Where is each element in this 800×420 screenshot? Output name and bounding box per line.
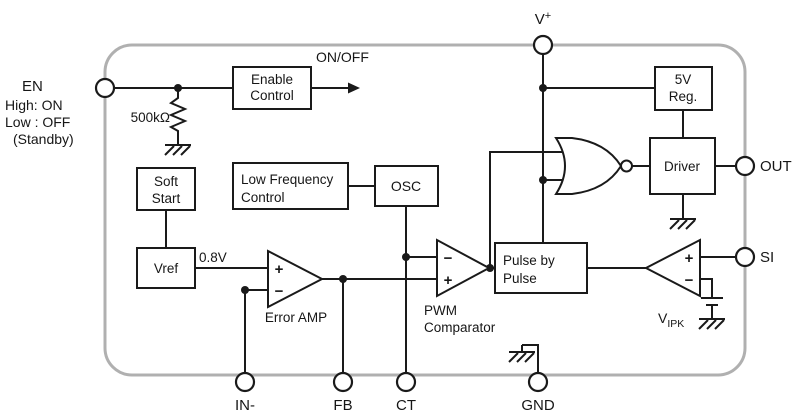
driver-box (649, 137, 716, 195)
soft-start-label-1: Soft (154, 174, 178, 189)
nor-gate-bubble (620, 159, 633, 173)
5v-reg-label-1: 5V (675, 72, 692, 87)
error-amp-label: Error AMP (265, 310, 327, 325)
junction-dot (241, 286, 249, 294)
wire-gnd-pin (522, 344, 539, 382)
error-amp-plus-sign: + (275, 261, 284, 278)
pwm-plus-sign: + (444, 272, 453, 289)
onoff-arrowhead (348, 82, 360, 94)
fb-pin-label: FB (333, 397, 352, 414)
5v-reg-box (654, 66, 713, 111)
wire-vipk-reference (700, 278, 723, 312)
enable-control-box (232, 66, 312, 110)
pulse-by-pulse-label-2: Pulse (503, 271, 537, 286)
current-limit-comparator-triangle (643, 238, 701, 298)
gnd-pin-label: GND (521, 397, 555, 414)
low-freq-label-1: Low Frequency (241, 172, 334, 187)
nor-gate (554, 137, 623, 195)
5v-reg-label-2: Reg. (669, 89, 698, 104)
vipk-base: V (658, 310, 668, 326)
driver-label: Driver (664, 159, 701, 174)
onoff-label: ON/OFF (316, 49, 369, 65)
junction-dot (539, 176, 547, 184)
in-minus-pin-label: IN- (235, 397, 255, 414)
pulse-by-pulse-label-1: Pulse by (503, 253, 555, 268)
vipk-label: VIPK (658, 310, 684, 330)
si-pin-label: SI (760, 249, 774, 266)
current-limit-plus-sign: + (685, 250, 694, 267)
vref-voltage-label: 0.8V (199, 250, 227, 265)
labels: EN High: ON Low : OFF (Standby) 500kΩ En… (5, 10, 792, 414)
out-pin-label: OUT (760, 158, 792, 175)
pin-circle-en (94, 77, 116, 99)
resistor-value-label: 500kΩ (131, 110, 170, 125)
junction-dot (174, 84, 182, 92)
resistor-500k (168, 88, 188, 138)
wire-pwm-to-nor-input-top (489, 151, 572, 268)
pwm-comparator-label-2: Comparator (424, 320, 496, 335)
en-note-low: Low : OFF (5, 114, 70, 130)
vplus-base: V (535, 11, 545, 28)
ground-symbol-driver (669, 212, 696, 230)
error-amp-triangle (267, 249, 325, 309)
osc-label: OSC (391, 178, 421, 194)
ground-symbol-gnd-pin (508, 345, 535, 363)
junction-dot (539, 84, 547, 92)
error-amp-minus-sign: − (275, 283, 284, 300)
osc-box (374, 165, 439, 207)
vplus-superscript: + (545, 10, 551, 22)
enable-control-label-2: Control (250, 88, 294, 103)
pwm-comparator-label-1: PWM (424, 303, 457, 318)
pin-circle-in-minus (234, 371, 256, 393)
soft-start-box (136, 167, 196, 211)
ground-symbol-resistor (164, 138, 191, 156)
ground-symbols (164, 138, 725, 363)
pin-circle-fb (332, 371, 354, 393)
enable-control-label-1: Enable (251, 72, 293, 87)
low-frequency-control-box (232, 162, 349, 210)
pulse-by-pulse-box (494, 242, 588, 294)
vplus-pin-label: V+ (535, 10, 551, 28)
pin-circle-gnd (527, 371, 549, 393)
pwm-comparator-triangle (436, 238, 492, 298)
ground-symbol-vipk (698, 312, 725, 330)
junction-dots (174, 84, 547, 294)
pin-circle-si (734, 246, 756, 268)
pwm-minus-sign: − (444, 250, 453, 267)
ct-pin-label: CT (396, 397, 416, 414)
soft-start-label-2: Start (152, 191, 181, 206)
pin-circle-vplus (532, 34, 554, 56)
current-limit-minus-sign: − (685, 272, 694, 289)
low-freq-label-2: Control (241, 190, 285, 205)
vref-box (136, 247, 196, 289)
junction-dot (402, 253, 410, 261)
pin-circle-out (734, 155, 756, 177)
junction-dot (339, 275, 347, 283)
en-pin-label: EN (22, 78, 43, 95)
vref-label: Vref (154, 261, 179, 276)
en-note-standby: (Standby) (13, 131, 74, 147)
pin-circle-ct (395, 371, 417, 393)
vipk-subscript: IPK (667, 318, 684, 330)
en-note-high: High: ON (5, 97, 63, 113)
